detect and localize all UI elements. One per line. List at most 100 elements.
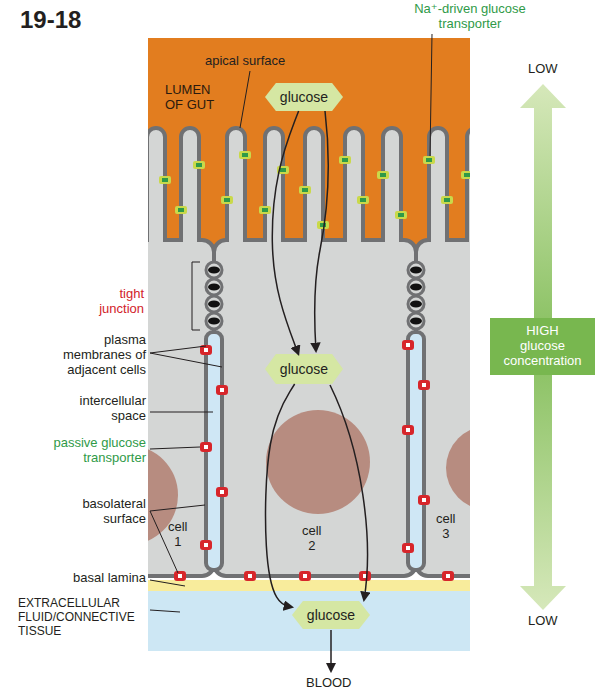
intercellular-gap xyxy=(408,332,424,570)
microvillus xyxy=(345,128,363,258)
part-label: Na⁺-driven glucose transporter xyxy=(410,2,530,32)
passive-transporter xyxy=(442,571,454,581)
passive-transporter xyxy=(402,425,414,435)
sodium-transporter xyxy=(193,161,205,169)
molecule-name: glucose xyxy=(280,361,328,377)
part-label: intercellular space xyxy=(80,394,146,424)
microvillus xyxy=(429,128,447,258)
part-label: basolateral surface xyxy=(82,497,146,527)
passive-transporter xyxy=(216,385,228,395)
node-text: cell 3 xyxy=(436,512,456,542)
glucose-molecule: glucose xyxy=(265,83,343,111)
junction-bulge xyxy=(206,262,222,278)
leader-line xyxy=(150,505,205,511)
figure-number: 19-18 xyxy=(20,6,81,34)
part-label: plasma membranes of adjacent cells xyxy=(46,333,146,378)
junction-bulge xyxy=(206,279,222,295)
sodium-transporter xyxy=(175,206,187,214)
glucose-hexagon-shape xyxy=(292,601,370,629)
part-label: basal lamina xyxy=(73,571,146,586)
passive-transporter xyxy=(402,340,414,350)
glucose-molecule: glucose xyxy=(265,354,343,384)
sodium-transporter xyxy=(239,151,251,159)
junction-bulge xyxy=(408,262,424,278)
junction-bulge xyxy=(408,313,424,329)
part-label: tight junction xyxy=(99,287,144,317)
junction-bulge xyxy=(408,296,424,312)
intercellular-spaces xyxy=(206,332,424,570)
node-text: cell 1 xyxy=(168,520,188,550)
part-label: passive glucose transporter xyxy=(46,436,146,466)
sodium-transporter xyxy=(317,221,329,229)
molecule-name: glucose xyxy=(280,89,328,105)
passive-transporter xyxy=(418,380,430,390)
node-text: EXTRACELLULAR FLUID/CONNECTIVE TISSUE xyxy=(18,597,146,638)
sodium-transporter xyxy=(339,156,351,164)
microvillus-base xyxy=(385,234,399,244)
blood-arrow xyxy=(330,630,332,671)
passive-transporter xyxy=(402,543,414,553)
junction-protein xyxy=(410,284,422,291)
extracellular-fluid-region: EXTRACELLULAR FLUID/CONNECTIVE TISSUEglu… xyxy=(148,591,470,651)
molecule-name: glucose xyxy=(307,607,355,623)
glucose-molecule: glucose xyxy=(292,601,370,629)
node-text: LUMEN OF GUT xyxy=(165,83,221,113)
microvillus-base xyxy=(267,234,281,244)
junction-bulge xyxy=(206,313,222,329)
concentration-box: HIGH glucose concentration xyxy=(490,318,595,375)
passive-transporter xyxy=(200,442,212,452)
passive-transporter xyxy=(418,495,430,505)
sodium-transporter xyxy=(299,186,311,194)
sodium-transporter xyxy=(259,206,271,214)
microvillus xyxy=(265,128,283,258)
microvillus xyxy=(227,128,245,258)
microvillus-base xyxy=(347,234,361,244)
junction-protein xyxy=(410,318,422,325)
basal-lamina-band xyxy=(148,580,470,591)
leader-line xyxy=(150,412,213,413)
microvillus-base xyxy=(229,234,243,244)
microvillus xyxy=(383,128,401,258)
glucose-path xyxy=(330,385,367,600)
bracket xyxy=(192,262,200,330)
destination-label: BLOOD xyxy=(306,676,352,691)
leader-line xyxy=(150,346,206,353)
junction-protein xyxy=(208,284,220,291)
passive-transporters xyxy=(174,340,454,581)
sodium-transporter xyxy=(357,196,369,204)
junction-bulge xyxy=(206,296,222,312)
passive-transporter xyxy=(359,571,371,581)
passive-transporter xyxy=(174,571,186,581)
cell-bodies xyxy=(148,240,470,576)
glucose-hexagon-shape xyxy=(265,354,343,384)
sodium-transporter xyxy=(461,171,470,179)
passive-transporter xyxy=(299,571,311,581)
microvillus-base xyxy=(469,234,470,244)
concentration-label: LOW xyxy=(528,614,558,629)
microvillus-base xyxy=(183,234,197,244)
nucleus xyxy=(446,426,470,510)
microvillus-base xyxy=(307,234,321,244)
sodium-transporter xyxy=(377,171,389,179)
glucose-path xyxy=(266,384,295,607)
concentration-label: LOW xyxy=(528,62,558,77)
leader-line xyxy=(150,447,200,449)
passive-transporter xyxy=(244,571,256,581)
leader-line xyxy=(150,353,222,367)
junction-bulge xyxy=(408,279,424,295)
glucose-hexagon-shape xyxy=(265,83,343,111)
microvillus xyxy=(148,128,165,258)
passive-transporter xyxy=(216,487,228,497)
sodium-transporter xyxy=(395,211,407,219)
sodium-transporter xyxy=(159,176,171,184)
junction-protein xyxy=(208,318,220,325)
node-text: cell 2 xyxy=(302,524,322,554)
junction-protein xyxy=(410,301,422,308)
junction-protein xyxy=(208,301,220,308)
junction-protein xyxy=(208,267,220,274)
microvillus-base xyxy=(149,234,163,244)
microvillus-base xyxy=(431,234,445,244)
sodium-transporter xyxy=(277,166,289,174)
sodium-transporter xyxy=(221,196,233,204)
